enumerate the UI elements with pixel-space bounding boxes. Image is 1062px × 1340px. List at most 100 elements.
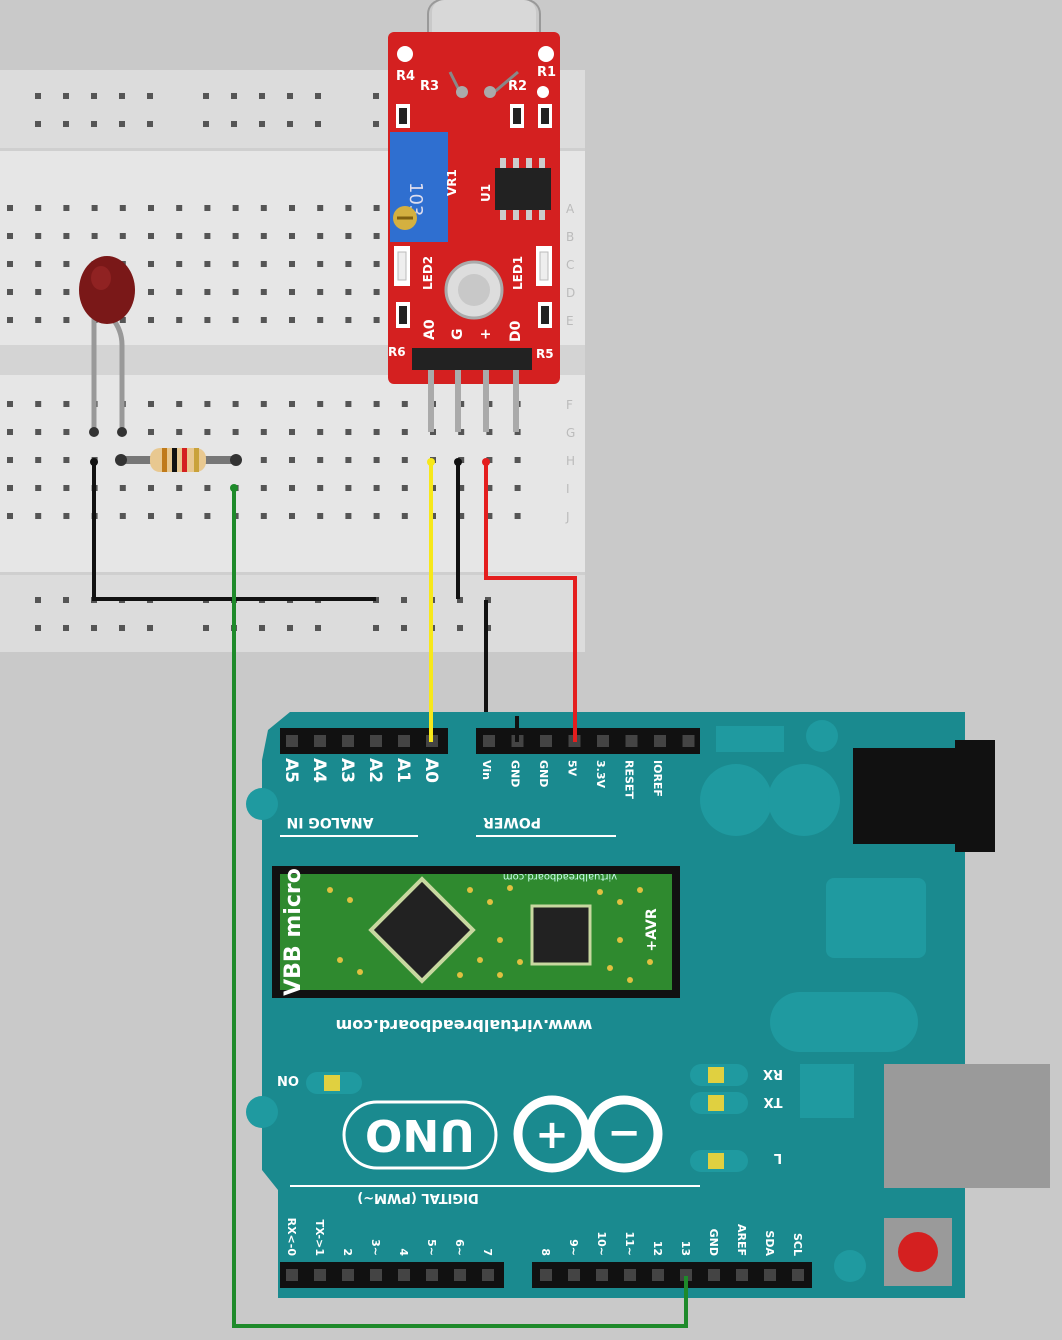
header-socket[interactable]: [286, 735, 298, 747]
bottom-power-rail: [0, 575, 585, 652]
row-letter: A: [566, 202, 575, 216]
header-socket[interactable]: [654, 735, 666, 747]
breadboard-hole: [119, 205, 126, 211]
breadboard-hole: [148, 233, 154, 239]
header-socket[interactable]: [624, 1269, 636, 1281]
digital-pin-label: 11~: [623, 1231, 636, 1256]
pin-label-plus: +: [478, 328, 494, 340]
header-socket[interactable]: [652, 1269, 664, 1281]
rail-hole: [259, 93, 265, 99]
breadboard-hole: [148, 289, 154, 295]
digital-header-left: [280, 1262, 504, 1288]
breadboard-hole: [260, 485, 267, 491]
module-pins: [428, 370, 519, 432]
rail-hole: [63, 625, 69, 631]
header-socket[interactable]: [314, 1269, 326, 1281]
breadboard-hole: [345, 233, 352, 239]
breadboard-hole: [232, 233, 239, 239]
header-socket[interactable]: [342, 735, 354, 747]
pin-label: A3: [337, 758, 357, 783]
header-socket[interactable]: [370, 1269, 382, 1281]
breadboard-hole: [317, 401, 324, 407]
pin-label: A5: [281, 758, 301, 783]
breadboard-hole: [176, 261, 183, 267]
header-socket[interactable]: [764, 1269, 776, 1281]
header-socket[interactable]: [708, 1269, 720, 1281]
header-socket[interactable]: [682, 735, 695, 747]
digital-pin-label: TX->1: [313, 1219, 326, 1256]
breadboard-hole: [373, 401, 380, 407]
tx-label: TX: [764, 1094, 783, 1109]
header-socket[interactable]: [680, 1269, 692, 1281]
header-socket[interactable]: [483, 735, 495, 747]
header-socket[interactable]: [342, 1269, 354, 1281]
rail-hole: [287, 121, 293, 127]
chip-u1: [495, 168, 551, 210]
breadboard-hole: [345, 261, 352, 267]
header-socket[interactable]: [482, 1269, 494, 1281]
breadboard-hole: [317, 289, 324, 295]
breadboard-hole: [345, 317, 352, 323]
breadboard-hole: [119, 317, 126, 323]
digital-pin-label: SDA: [763, 1230, 776, 1256]
breadboard-hole: [401, 429, 408, 435]
breadboard-hole: [345, 513, 352, 519]
header-socket[interactable]: [454, 1269, 466, 1281]
rail-hole: [147, 625, 153, 631]
breadboard-hole: [458, 485, 465, 491]
rail-hole: [203, 93, 209, 99]
breadboard-hole: [204, 233, 211, 239]
rail-hole: [287, 625, 293, 631]
sound-sensor-module: R4 R3 R2 R1 103 VR1 U1 LED2 LED1 A0 G + …: [388, 0, 560, 432]
breadboard-hole: [260, 205, 267, 211]
rail-hole: [63, 121, 69, 127]
pin-header: [412, 348, 532, 370]
header-socket[interactable]: [286, 1269, 298, 1281]
breadboard-hole: [345, 457, 352, 463]
header-socket[interactable]: [792, 1269, 804, 1281]
breadboard-hole: [514, 485, 521, 491]
rail-hole: [457, 625, 463, 631]
breadboard-hole: [232, 261, 239, 267]
rail-hole: [259, 625, 265, 631]
l-led: [708, 1153, 724, 1169]
header-socket[interactable]: [540, 735, 552, 747]
breadboard-hole: [7, 233, 13, 239]
digital-pin-label: 3~: [369, 1239, 382, 1256]
header-socket[interactable]: [568, 1269, 580, 1281]
header-socket[interactable]: [596, 1269, 608, 1281]
breadboard-hole: [63, 261, 70, 267]
header-socket[interactable]: [398, 735, 410, 747]
digital-pin-label: SCL: [791, 1233, 804, 1256]
header-socket[interactable]: [426, 1269, 438, 1281]
header-socket[interactable]: [736, 1269, 748, 1281]
rail-hole: [35, 625, 41, 631]
breadboard-hole: [148, 429, 154, 435]
pin-label: GND: [537, 760, 550, 787]
breadboard-hole: [486, 485, 493, 491]
header-socket[interactable]: [314, 735, 326, 747]
header-socket[interactable]: [398, 1269, 410, 1281]
breadboard-hole: [289, 233, 295, 239]
breadboard-hole: [204, 401, 211, 407]
vbb-title: VBB micro: [281, 868, 306, 996]
header-socket[interactable]: [597, 735, 609, 747]
breadboard-hole: [289, 261, 295, 267]
breadboard-hole: [148, 205, 154, 211]
rail-hole: [315, 93, 321, 99]
rail-hole: [231, 93, 237, 99]
breadboard-hole: [63, 317, 70, 323]
solder-dot: [627, 977, 633, 983]
header-socket[interactable]: [625, 735, 638, 747]
breadboard-hole: [345, 401, 352, 407]
power-header: [476, 728, 700, 754]
header-socket[interactable]: [540, 1269, 552, 1281]
breadboard-hole: [35, 317, 42, 323]
dc-jack: [853, 748, 961, 844]
breadboard-hole: [260, 317, 267, 323]
arduino-pcb: [262, 712, 965, 1298]
uno-label: UNO: [365, 1109, 475, 1160]
header-socket[interactable]: [370, 735, 382, 747]
row-letter: C: [566, 258, 574, 272]
